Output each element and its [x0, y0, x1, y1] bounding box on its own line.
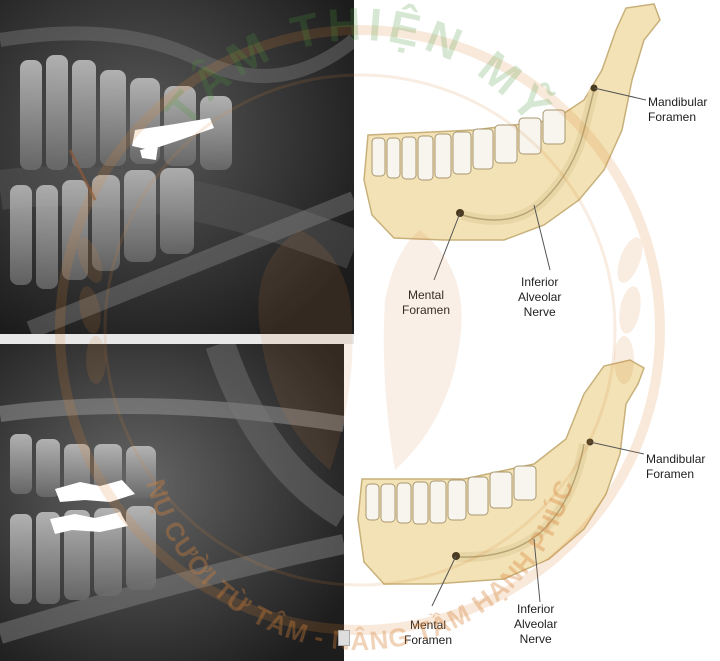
mandible-diagram-bottom: Mandibular Foramen Mental Foramen Inferi…	[344, 344, 720, 661]
xray-top-image	[0, 0, 354, 334]
label-mental-foramen-top: Mental Foramen	[402, 288, 451, 317]
xray-bottom-image	[0, 344, 344, 661]
label-mandibular-foramen-bottom: Mandibular Foramen	[646, 452, 706, 481]
label-inferior-alveolar-nerve-bottom: Inferior Alveolar Nerve	[514, 602, 558, 646]
label-mental-foramen-bottom: Mental Foramen	[404, 618, 453, 647]
xray-bottom-panel	[0, 344, 344, 661]
resize-handle[interactable]	[338, 630, 350, 646]
label-mandibular-foramen-top: Mandibular Foramen	[648, 95, 708, 124]
label-inferior-alveolar-nerve-top: Inferior Alveolar Nerve	[518, 275, 562, 319]
panel-divider	[0, 334, 354, 344]
mandible-diagram-top: Mandibular Foramen Mental Foramen Inferi…	[354, 0, 720, 344]
xray-top-panel	[0, 0, 354, 334]
mandible-illustration-top	[363, 3, 661, 281]
mandible-illustration-bottom	[357, 359, 645, 607]
